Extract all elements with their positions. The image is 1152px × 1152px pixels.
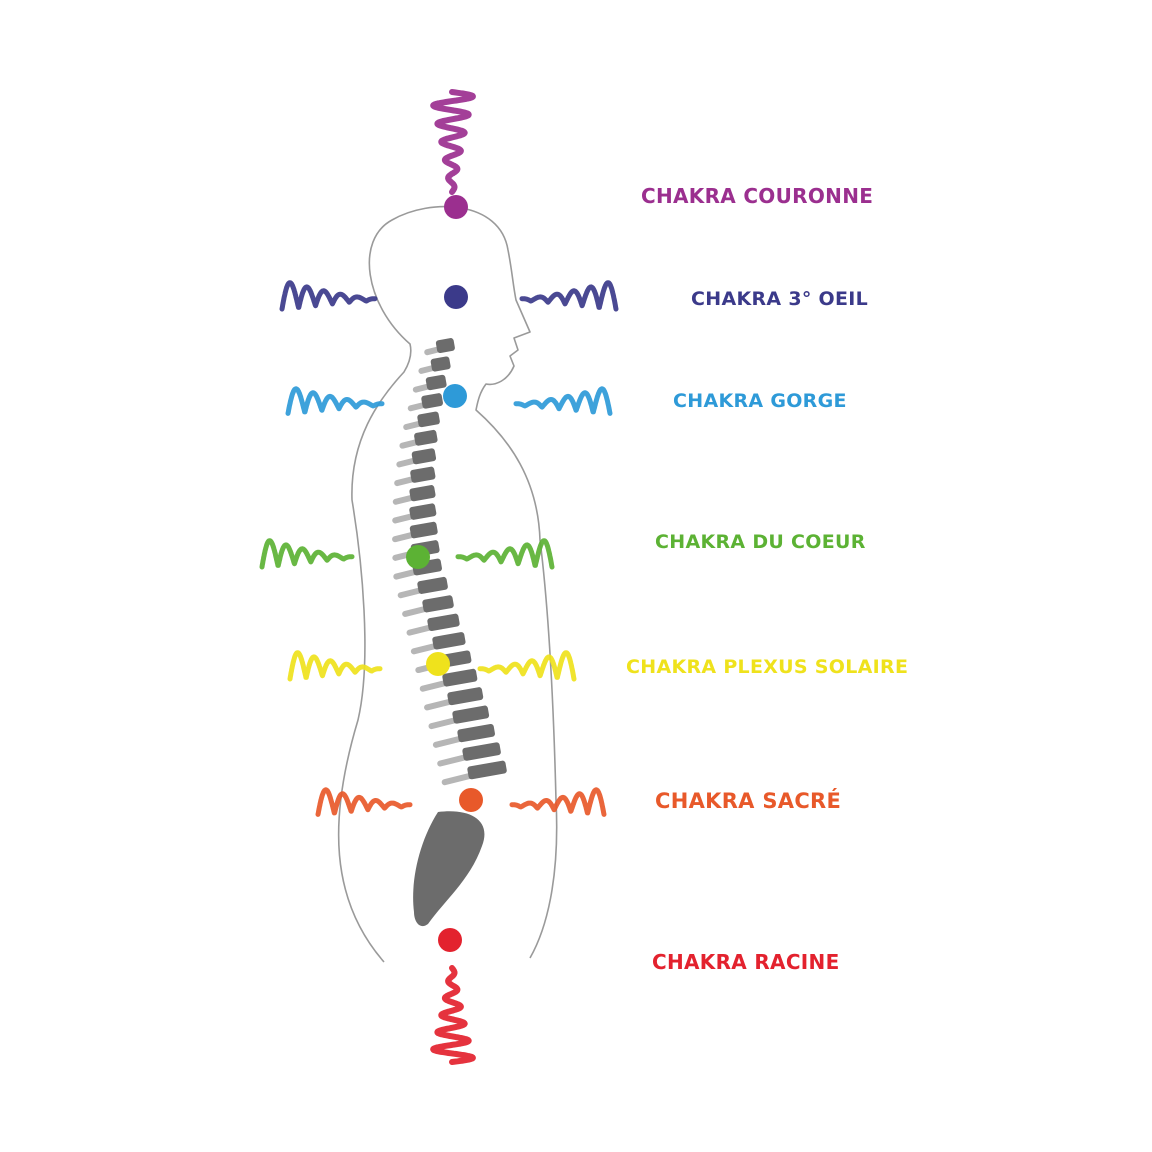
wave-oeil-left [279,280,378,312]
chakra-dot-gorge [443,384,467,408]
vertebra [409,503,437,520]
energy-waves [259,89,619,1065]
wave-plexus-right [477,650,577,682]
label-plexus: CHAKRA PLEXUS SOLAIRE [626,656,909,678]
vertebra [409,521,438,539]
chakra-dot-sacre [459,788,483,812]
vertebra [421,393,443,409]
chakra-dot-coeur [406,545,430,569]
vertebra [447,687,484,706]
vertebra [411,448,437,465]
chakra-dot-couronne [444,195,468,219]
vertebra [409,485,436,502]
wave-coeur-right [455,538,555,570]
vertebra [432,632,466,650]
wave-sacre-right [509,787,607,817]
chakra-dot-plexus [426,652,450,676]
label-oeil: CHAKRA 3° OEIL [691,288,869,310]
chakra-dot-oeil [444,285,468,309]
vertebra [422,595,454,613]
vertebra [414,429,438,446]
wave-racine [430,965,476,1065]
label-sacre: CHAKRA SACRÉ [655,789,842,813]
vertebra [462,742,501,761]
wave-plexus-left [287,650,383,682]
vertebra [467,760,507,780]
vertebra [430,356,451,372]
chakra-points [406,195,483,952]
wave-oeil-right [519,280,619,312]
vertebra [452,705,490,724]
body-outline [337,205,558,963]
vertebra [425,374,447,391]
vertebra [442,668,478,687]
label-racine: CHAKRA RACINE [652,950,840,974]
vertebra [417,411,440,428]
chakra-dot-racine [438,928,462,952]
wave-gorge-left [285,386,385,416]
label-coeur: CHAKRA DU COEUR [655,531,866,553]
wave-couronne [430,89,476,195]
vertebra [410,466,436,483]
vertebra [457,723,495,743]
vertebra [435,338,455,354]
spine [392,338,507,927]
wave-gorge-right [513,386,613,416]
vertebra [427,613,460,632]
wave-sacre-left [315,787,413,817]
label-couronne: CHAKRA COURONNE [641,184,874,208]
wave-coeur-left [259,538,355,570]
sacrum [413,811,485,927]
label-gorge: CHAKRA GORGE [673,390,847,412]
vertebra [417,576,448,594]
